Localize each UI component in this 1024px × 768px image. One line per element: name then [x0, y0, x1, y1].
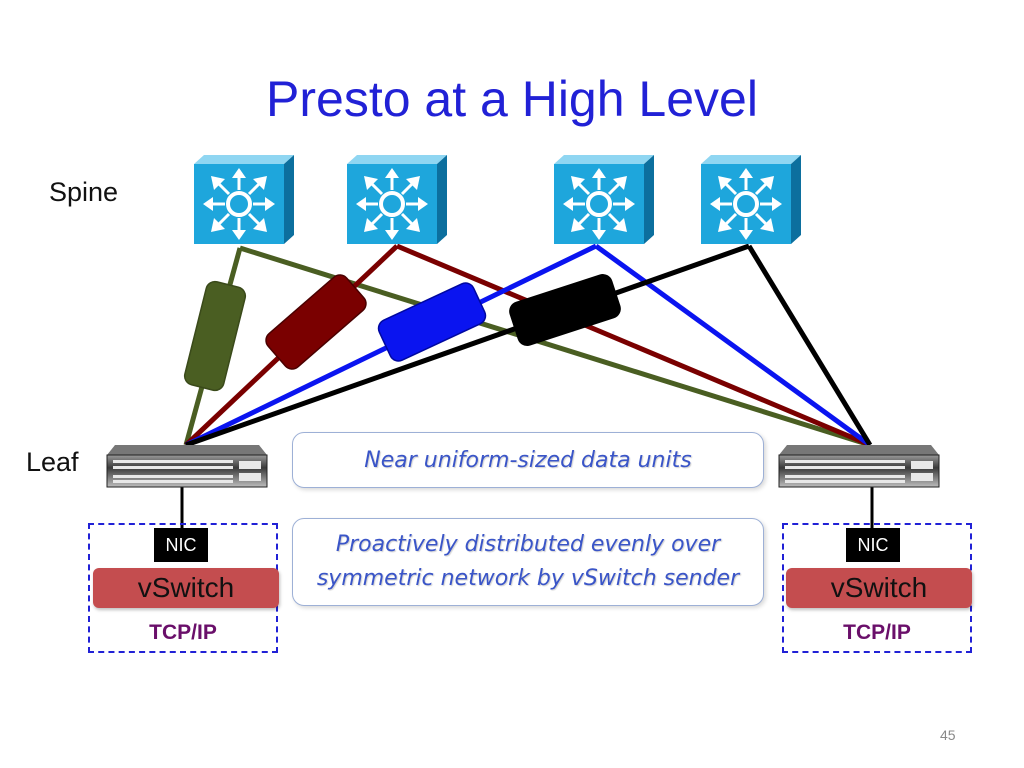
- flowcell-blue: [377, 282, 487, 362]
- link-blue-right: [594, 243, 872, 448]
- flowcell-black: [509, 274, 621, 346]
- link-black-right: [746, 244, 873, 447]
- vswitch-left: vSwitch: [93, 568, 279, 608]
- vswitch-right: vSwitch: [786, 568, 972, 608]
- nic-right: NIC: [846, 528, 900, 562]
- flowcell-maroon: [265, 274, 367, 370]
- tcpip-left: TCP/IP: [149, 621, 217, 644]
- link-black-left: [185, 243, 750, 448]
- spine-switch-4: [701, 155, 801, 244]
- nic-left: NIC: [154, 528, 208, 562]
- callout-distribution: Proactively distributed evenly over symm…: [292, 518, 764, 606]
- spine-label: Spine: [49, 177, 119, 207]
- leaf-switch-right: [778, 445, 940, 488]
- spine-switch-3: [554, 155, 654, 244]
- spine-switch-2: [347, 155, 447, 244]
- leaf-switch-left: [106, 445, 268, 488]
- page-number: 45: [940, 727, 956, 743]
- link-maroon-right: [396, 243, 871, 448]
- spine-switch-1: [194, 155, 294, 244]
- callout-distribution-line2: symmetric network by vSwitch sender: [316, 566, 740, 591]
- leaf-label: Leaf: [26, 447, 79, 477]
- callout-distribution-line1: Proactively distributed evenly over: [335, 532, 721, 557]
- flowcell-green: [183, 280, 247, 392]
- tcpip-right: TCP/IP: [843, 621, 911, 644]
- callout-data-units-text: Near uniform-sized data units: [364, 447, 692, 473]
- slide-title: Presto at a High Level: [266, 71, 758, 127]
- callout-data-units: Near uniform-sized data units: [292, 432, 764, 488]
